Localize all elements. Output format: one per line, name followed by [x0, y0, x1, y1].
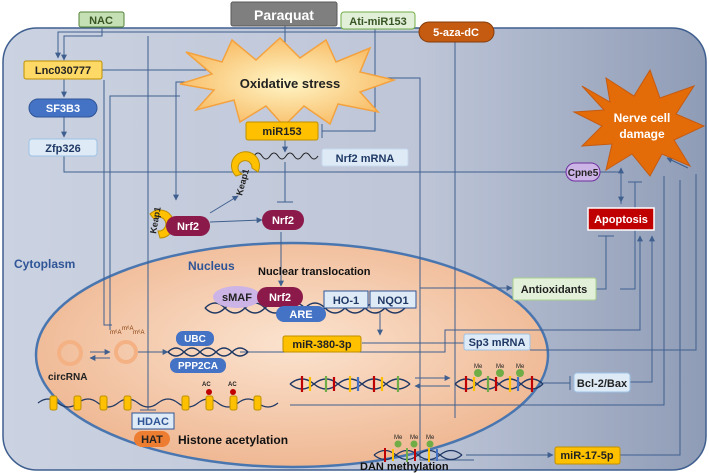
me-mark-1: Me [474, 364, 483, 370]
cpne5-label: Cpne5 [568, 168, 599, 179]
antioxidants-box: Antioxidants [512, 277, 597, 301]
nrf2-free-pill: Nrf2 [262, 210, 304, 230]
hat-label: HAT [141, 434, 163, 446]
are-label: ARE [289, 309, 312, 321]
zfp326-label: Zfp326 [45, 143, 80, 155]
ac-mark-1: AC [202, 382, 211, 388]
ati-mir153-box: Ati-miR153 [340, 11, 416, 30]
me-mark-3: Me [516, 364, 525, 370]
nrf2-complex-label: Nrf2 [177, 221, 199, 233]
methylation-chromatin: Me Me Me [373, 435, 463, 462]
mir153-label: miR153 [262, 126, 301, 138]
ho1-box: HO-1 [323, 290, 369, 309]
paraquat-box: Paraquat [230, 1, 338, 27]
nerve-damage-line2: damage [619, 127, 665, 141]
m6a-mark-3: m⁶A [133, 329, 144, 336]
hdac-box: HDAC [131, 412, 175, 430]
nrf2-mrna-box: Nrf2 mRNA [321, 148, 409, 167]
nac-box: NAC [78, 11, 125, 28]
mir17-label: miR-17-5p [560, 450, 613, 462]
nqo1-box: NQO1 [369, 290, 417, 309]
nrf2-nuclear-label: Nrf2 [269, 292, 291, 304]
ati-mir153-label: Ati-miR153 [349, 16, 406, 28]
me-mark-6: Me [426, 435, 435, 441]
nuclear-translocation-label: Nuclear translocation [258, 266, 371, 278]
ho1-label: HO-1 [333, 295, 359, 307]
nerve-damage-burst: Nerve cell damage [572, 68, 706, 177]
connectors [55, 26, 697, 461]
nrf2-nuclear-pill: Nrf2 [257, 287, 303, 307]
chromatin-left [289, 376, 411, 392]
ppp2ca-pill: PPP2CA [170, 358, 226, 373]
antioxidants-label: Antioxidants [521, 284, 588, 296]
me-mark-2: Me [496, 364, 505, 370]
nrf2-free-label: Nrf2 [272, 215, 294, 227]
circrna-ring [57, 340, 83, 366]
aza-box: 5-aza-dC [418, 21, 495, 43]
apoptosis-box: Apoptosis [587, 207, 655, 231]
ubc-dna-strand-b [167, 347, 249, 357]
nrf2-complex-pill: Nrf2 [166, 216, 210, 236]
mir153-box: miR153 [245, 121, 319, 141]
dan-methylation-label: DAN methylation [360, 461, 449, 473]
circrna-m6a-ring [114, 340, 138, 364]
histone-chromatin: AC AC [37, 382, 279, 411]
nac-label: NAC [89, 15, 113, 27]
smaf-label: sMAF [222, 292, 252, 304]
ubc-label: UBC [184, 334, 206, 345]
cpne5-box: Cpne5 [565, 162, 601, 182]
nerve-damage-line1: Nerve cell [614, 111, 671, 125]
aza-label: 5-aza-dC [433, 27, 479, 39]
sf3b3-box: SF3B3 [28, 98, 98, 118]
apoptosis-label: Apoptosis [594, 214, 648, 226]
oxidative-stress-burst: Oxidative stress [179, 36, 397, 128]
m6a-mark-1: m⁶A [110, 329, 121, 336]
hdac-label: HDAC [137, 416, 169, 428]
m6a-mark-2: m⁶A [122, 325, 133, 332]
sp3-mrna-box: Sp3 mRNA [463, 333, 531, 351]
lnc030777-label: Lnc030777 [35, 65, 91, 77]
sf3b3-label: SF3B3 [46, 103, 80, 115]
ubc-dna-strand-a [167, 347, 249, 357]
cytoplasm-label: Cytoplasm [14, 257, 75, 271]
chromatin-methylated: Me Me Me [454, 364, 544, 392]
lnc030777-box: Lnc030777 [23, 60, 103, 80]
histone-acetylation-label: Histone acetylation [178, 433, 288, 447]
mir17-box: miR-17-5p [554, 446, 621, 465]
ac-mark-2: AC [228, 382, 237, 388]
bcl2-bax-label: Bcl-2/Bax [577, 378, 628, 390]
hat-box: HAT [134, 431, 170, 447]
sp3-mrna-label: Sp3 mRNA [469, 337, 526, 349]
oxidative-stress-label: Oxidative stress [240, 76, 340, 91]
nucleus-label: Nucleus [188, 259, 235, 273]
mir380-label: miR-380-3p [292, 339, 352, 351]
mir380-box: miR-380-3p [282, 335, 362, 353]
zfp326-box: Zfp326 [28, 138, 98, 157]
are-pill: ARE [276, 306, 326, 322]
bcl2-bax-box: Bcl-2/Bax [573, 372, 631, 393]
ubc-pill: UBC [176, 331, 214, 346]
nqo1-label: NQO1 [377, 295, 408, 307]
m6a-marks: m⁶A m⁶A m⁶A [110, 325, 144, 336]
me-mark-5: Me [410, 435, 419, 441]
circrna-label: circRNA [48, 372, 87, 383]
keap1-left-label: Keap1 [148, 206, 163, 234]
me-mark-4: Me [394, 435, 403, 441]
smaf-oval: sMAF [213, 286, 261, 308]
ppp2ca-label: PPP2CA [178, 361, 218, 372]
paraquat-label: Paraquat [254, 7, 314, 23]
nrf2-mrna-label: Nrf2 mRNA [336, 153, 395, 165]
